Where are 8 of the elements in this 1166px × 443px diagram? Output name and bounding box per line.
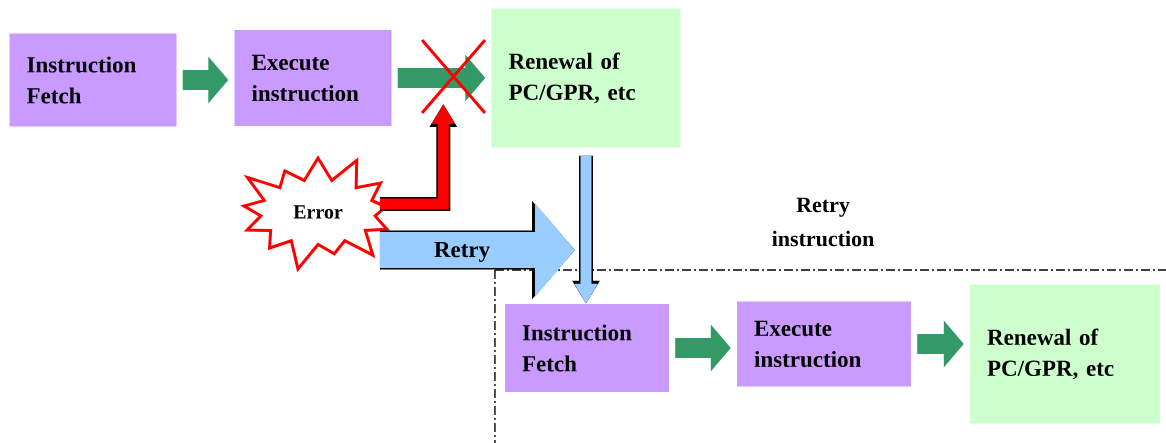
process-box: Execute instruction <box>234 30 392 126</box>
edge-label: Retry <box>434 241 490 262</box>
process-box: Execute instruction <box>737 301 911 387</box>
retry-instruction-label: Retry instruction <box>772 197 874 247</box>
process-box: Instruction Fetch <box>505 304 669 392</box>
result-box: Renewal of PC/GPR, etc <box>491 8 681 148</box>
process-box: Instruction Fetch <box>9 33 177 127</box>
result-box: Renewal of PC/GPR, etc <box>970 284 1160 424</box>
